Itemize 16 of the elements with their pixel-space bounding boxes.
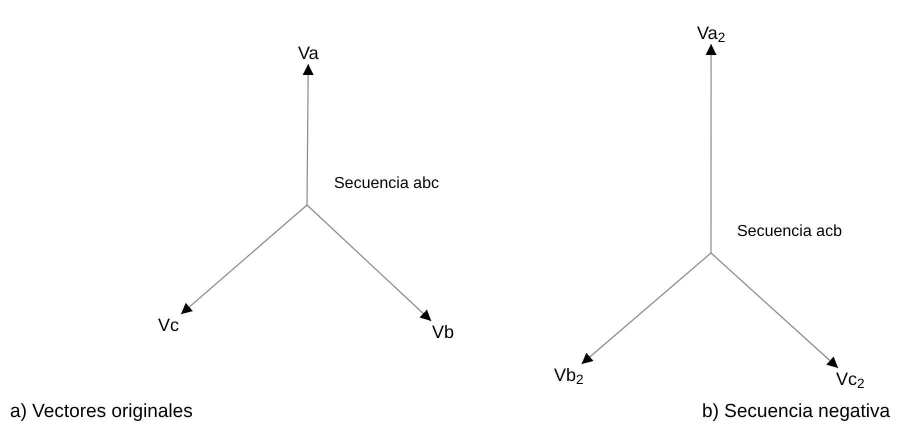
panel-caption: a) Vectores originales	[10, 402, 193, 421]
vector-label: Vc	[158, 316, 180, 334]
vector-label: Vb	[432, 323, 454, 341]
sequence-label: Secuencia acb	[737, 224, 842, 240]
phasor-arrow	[706, 44, 717, 253]
phasor-arrow	[581, 252, 712, 364]
vector-label: Vb$_{2}$	[554, 366, 584, 384]
sequence-label: Secuencia abc	[334, 176, 439, 192]
panel-caption: b) Secuencia negativa	[702, 402, 890, 421]
phasor-arrow	[306, 204, 432, 322]
phasor-arrow	[710, 252, 839, 368]
phasor-arrow	[302, 64, 314, 205]
vector-label: Va$_{2}$	[697, 24, 726, 42]
vector-label: Va	[298, 44, 319, 62]
phasor-arrow	[180, 204, 308, 315]
vector-label: Vc$_{2}$	[836, 370, 865, 388]
